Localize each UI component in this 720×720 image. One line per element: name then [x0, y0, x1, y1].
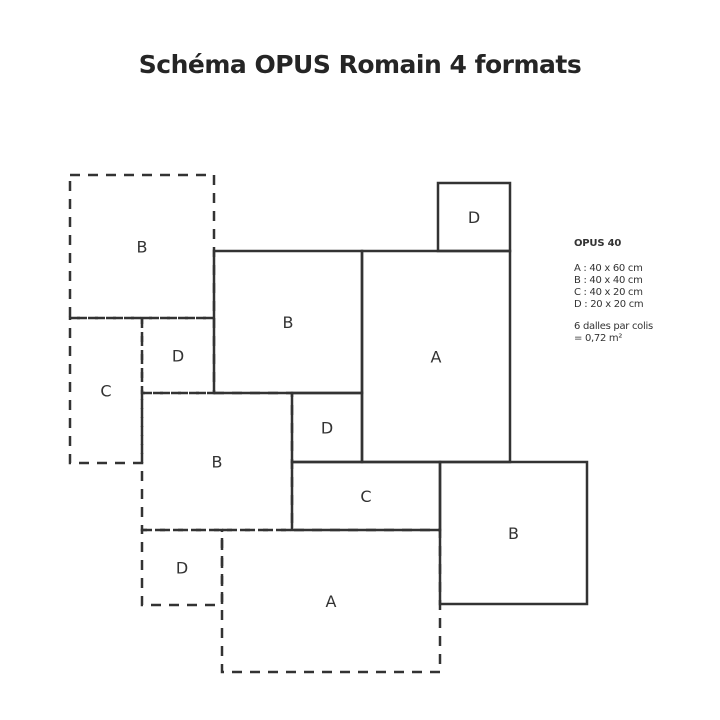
legend-title: OPUS 40 — [574, 238, 622, 249]
legend-package-count: 6 dalles par colis — [574, 321, 653, 332]
tile-a-solid: A — [360, 249, 512, 464]
tile-c-solid: C — [290, 460, 442, 532]
legend-format-d: D : 20 x 20 cm — [574, 299, 644, 310]
legend-package-note: 6 dalles par colis = 0,72 m² — [574, 321, 653, 345]
tile-letter: A — [326, 592, 337, 611]
tile-letter: A — [431, 348, 442, 367]
tile-letter: C — [360, 487, 371, 506]
tile-outline — [438, 460, 589, 606]
tile-c-dashed-left: C — [68, 316, 144, 465]
tile-outline — [68, 173, 216, 320]
tile-b-dashed-top: B — [68, 173, 216, 320]
tile-d-solid-mid: D — [290, 391, 364, 464]
format-legend: OPUS 40 A : 40 x 60 cm B : 40 x 40 cm C … — [574, 238, 653, 345]
tile-letter: B — [212, 453, 223, 472]
tile-letter: D — [468, 208, 480, 227]
diagram-title: Schéma OPUS Romain 4 formats — [138, 50, 582, 79]
tile-outline — [140, 528, 224, 607]
legend-format-a: A : 40 x 60 cm — [574, 263, 643, 274]
tile-b-solid-right: B — [438, 460, 589, 606]
legend-format-c: C : 40 x 20 cm — [574, 287, 643, 298]
tile-letter: B — [137, 238, 148, 257]
tile-b-dashed-mid: B — [140, 391, 294, 532]
tile-b-solid-top: B — [212, 249, 364, 395]
tile-letter: D — [172, 347, 184, 366]
tile-d-dashed-lower: D — [140, 528, 224, 607]
tile-d-solid-top: D — [436, 181, 512, 253]
tile-d-dashed-upper: D — [140, 316, 216, 395]
tile-letter: B — [283, 313, 294, 332]
tile-letter: D — [176, 559, 188, 578]
tile-letter: D — [321, 419, 333, 438]
tile-outline — [436, 181, 512, 253]
legend-package-area: = 0,72 m² — [574, 333, 623, 344]
legend-format-b: B : 40 x 40 cm — [574, 275, 643, 286]
tile-letter: C — [100, 382, 111, 401]
tile-letter: B — [508, 524, 519, 543]
tile-a-dashed-bottom: A — [220, 528, 442, 674]
